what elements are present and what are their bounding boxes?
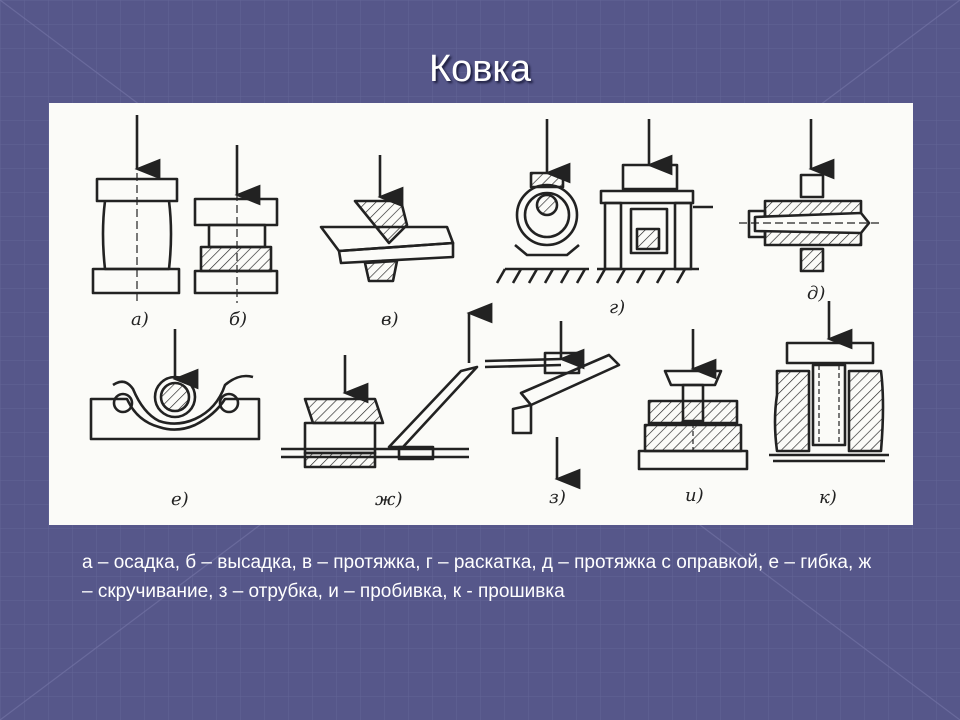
op-drawing-out [319, 155, 455, 283]
label-zh: ж) [375, 489, 402, 510]
op-twisting [281, 302, 493, 469]
op-bending [89, 329, 261, 441]
op-punching [637, 329, 749, 471]
op-piercing [769, 301, 889, 463]
label-e: е) [171, 489, 189, 510]
label-k: к) [819, 487, 837, 508]
label-a: а) [131, 309, 149, 330]
op-heading [193, 145, 279, 303]
forging-operations-drawing: а) б) в) г) д) е) ж) з) и) к) [89, 115, 889, 510]
label-d: д) [807, 283, 825, 304]
forging-diagram: а) б) в) г) д) е) ж) з) и) к) [49, 103, 913, 525]
label-v: в) [381, 309, 399, 330]
op-cutting-off [484, 321, 621, 490]
op-drawing-with-mandrel [739, 119, 879, 273]
label-z: з) [549, 487, 566, 508]
slide-title: Ковка [428, 48, 532, 90]
label-i: и) [685, 485, 704, 506]
label-b: б) [229, 309, 247, 330]
op-upsetting [91, 115, 181, 303]
slide-caption: а – осадка, б – высадка, в – протяжка, г… [82, 552, 872, 602]
label-g: г) [609, 297, 625, 318]
op-rolling [495, 119, 713, 284]
